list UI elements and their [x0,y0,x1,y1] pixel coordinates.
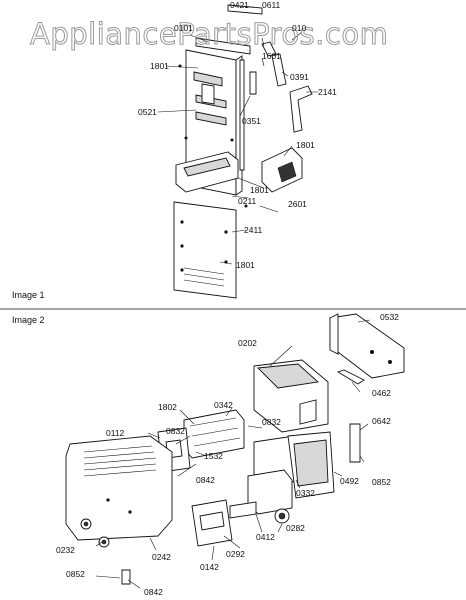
callout-0842: 0842 [196,475,215,485]
callout-0351: 0351 [242,116,261,126]
callout-1532: 1532 [204,451,223,461]
callout-0142: 0142 [200,562,219,572]
callout-0242: 0242 [152,552,171,562]
callout-0202: 0202 [238,338,257,348]
callout-0832-b: 0832 [166,426,185,436]
callout-0421: 0421 [230,0,249,10]
callout-0532: 0532 [380,312,399,322]
callout-0112: 0112 [106,428,125,438]
back-bracket [329,313,405,379]
callout-1802: 1802 [158,402,177,412]
callout-1801: 1801 [150,61,169,71]
callout-1801-b: 1801 [296,140,315,150]
callout-010: 010 [292,23,306,33]
callout-1801-c: 1801 [250,185,269,195]
section-label-image-2: Image 2 [12,315,45,325]
callout-1801-d: 1801 [236,260,255,270]
front-grille [65,435,173,541]
watermark-text: AppliancePartsPros.com [30,17,388,51]
callout-0842-b: 0842 [144,587,163,597]
callout-0282: 0282 [286,523,305,533]
callout-0101: 0101 [174,23,193,33]
callout-0342: 0342 [214,400,233,410]
callout-0412: 0412 [256,532,275,542]
assembly-image-2 [65,313,405,589]
callout-0832: 0832 [262,417,281,427]
callout-1601: 1601 [262,51,281,61]
callout-0332: 0332 [296,488,315,498]
callout-0292: 0292 [226,549,245,559]
callout-0852-b: 0852 [66,569,85,579]
section-label-image-1: Image 1 [12,290,45,300]
callout-0391: 0391 [290,72,309,82]
callout-2141: 2141 [318,87,337,97]
lower-panel [173,201,237,299]
callout-0492: 0492 [340,476,359,486]
callout-0232: 0232 [56,545,75,555]
callout-0611: 0611 [262,0,281,10]
callout-0642: 0642 [372,416,391,426]
callout-2411: 2411 [244,225,263,235]
callout-0521: 0521 [138,107,157,117]
callout-0852: 0852 [372,477,391,487]
callout-0211: 0211 [238,196,257,206]
assembly-image-1 [157,4,318,299]
callout-2601: 2601 [288,199,307,209]
callout-0462: 0462 [372,388,391,398]
